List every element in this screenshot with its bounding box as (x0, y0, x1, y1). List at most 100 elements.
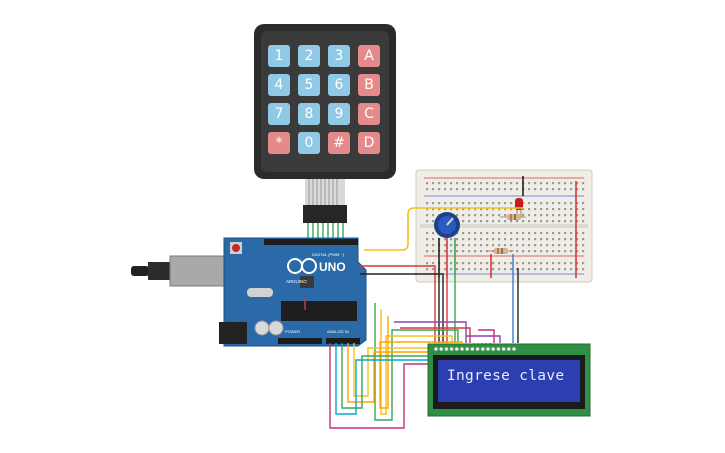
breadboard-hole (516, 262, 519, 265)
key-2-3[interactable]: C (358, 103, 380, 125)
key-3-0[interactable]: * (268, 132, 290, 154)
key-1-3[interactable]: B (358, 74, 380, 96)
digital-header (264, 239, 358, 245)
breadboard-hole (534, 262, 537, 265)
breadboard-hole (444, 244, 447, 247)
key-label: 8 (305, 106, 314, 122)
breadboard-hole (528, 202, 531, 205)
breadboard-hole (492, 188, 495, 191)
key-face (358, 45, 380, 67)
breadboard-hole (576, 238, 579, 241)
breadboard-hole (504, 202, 507, 205)
breadboard-hole (474, 202, 477, 205)
key-0-3[interactable]: A (358, 45, 380, 67)
key-2-2[interactable]: 9 (328, 103, 350, 125)
breadboard-hole (480, 208, 483, 211)
key-2-0[interactable]: 7 (268, 103, 290, 125)
breadboard-hole (486, 244, 489, 247)
key-1-1[interactable]: 5 (298, 74, 320, 96)
breadboard-hole (468, 268, 471, 271)
key-face (328, 103, 350, 125)
key-label: 7 (275, 106, 284, 122)
breadboard-hole (474, 244, 477, 247)
breadboard-hole (576, 214, 579, 217)
resistor-2[interactable] (488, 248, 514, 254)
breadboard-hole (522, 250, 525, 253)
breadboard[interactable] (415, 169, 593, 283)
breadboard-hole (570, 182, 573, 185)
breadboard-hole (510, 268, 513, 271)
breadboard-hole (564, 202, 567, 205)
key-3-2[interactable]: # (328, 132, 350, 154)
breadboard-hole (480, 268, 483, 271)
key-face (298, 132, 320, 154)
breadboard-hole (456, 262, 459, 265)
lcd-pin (496, 347, 501, 351)
breadboard-hole (534, 214, 537, 217)
key-1-0[interactable]: 4 (268, 74, 290, 96)
arduino-board[interactable]: UNO ARDUINO DIGITAL (PWM ~) POWER ANALOG… (131, 237, 367, 347)
breadboard-hole (540, 188, 543, 191)
keypad-face (261, 31, 389, 172)
breadboard-hole (528, 220, 531, 223)
breadboard-hole (432, 268, 435, 271)
breadboard-hole (480, 238, 483, 241)
breadboard-hole (582, 232, 585, 235)
breadboard-hole (492, 268, 495, 271)
breadboard-hole (564, 182, 567, 185)
breadboard-hole (486, 262, 489, 265)
breadboard-hole (552, 268, 555, 271)
key-3-1[interactable]: 0 (298, 132, 320, 154)
breadboard-hole (576, 220, 579, 223)
reset-button[interactable] (232, 244, 240, 252)
breadboard-hole (546, 244, 549, 247)
breadboard-hole (534, 232, 537, 235)
breadboard-hole (432, 262, 435, 265)
breadboard-hole (468, 220, 471, 223)
breadboard-hole (564, 238, 567, 241)
breadboard-hole (564, 244, 567, 247)
breadboard-hole (486, 268, 489, 271)
crystal (247, 288, 273, 297)
key-face (328, 74, 350, 96)
breadboard-hole (582, 202, 585, 205)
breadboard-hole (576, 232, 579, 235)
breadboard-hole (558, 214, 561, 217)
breadboard-hole (486, 208, 489, 211)
potentiometer[interactable] (434, 212, 460, 238)
breadboard-hole (492, 232, 495, 235)
key-label: 2 (305, 48, 314, 64)
microcontroller-chip (281, 301, 357, 321)
lcd-pin (501, 347, 506, 351)
breadboard-hole (516, 268, 519, 271)
key-label: 0 (305, 135, 314, 151)
key-3-3[interactable]: D (358, 132, 380, 154)
breadboard-hole (492, 220, 495, 223)
lcd-display[interactable]: Ingrese clave (427, 343, 591, 417)
breadboard-hole (432, 214, 435, 217)
key-0-2[interactable]: 3 (328, 45, 350, 67)
breadboard-hole (456, 208, 459, 211)
breadboard-hole (522, 244, 525, 247)
breadboard-hole (462, 188, 465, 191)
breadboard-hole (516, 244, 519, 247)
breadboard-hole (546, 188, 549, 191)
arduino-logo-right-ring (301, 258, 317, 274)
breadboard-hole (510, 238, 513, 241)
breadboard-hole (510, 208, 513, 211)
breadboard-hole (450, 250, 453, 253)
breadboard-hole (462, 232, 465, 235)
key-1-2[interactable]: 6 (328, 74, 350, 96)
lcd-text: Ingrese clave (447, 368, 564, 384)
breadboard-hole (576, 182, 579, 185)
breadboard-hole (450, 202, 453, 205)
lcd-pin (507, 347, 511, 351)
breadboard-hole (546, 250, 549, 253)
key-0-1[interactable]: 2 (298, 45, 320, 67)
resistor-1[interactable] (500, 214, 526, 220)
breadboard-hole (468, 250, 471, 253)
key-0-0[interactable]: 1 (268, 45, 290, 67)
key-2-1[interactable]: 8 (298, 103, 320, 125)
power-header (278, 338, 322, 344)
